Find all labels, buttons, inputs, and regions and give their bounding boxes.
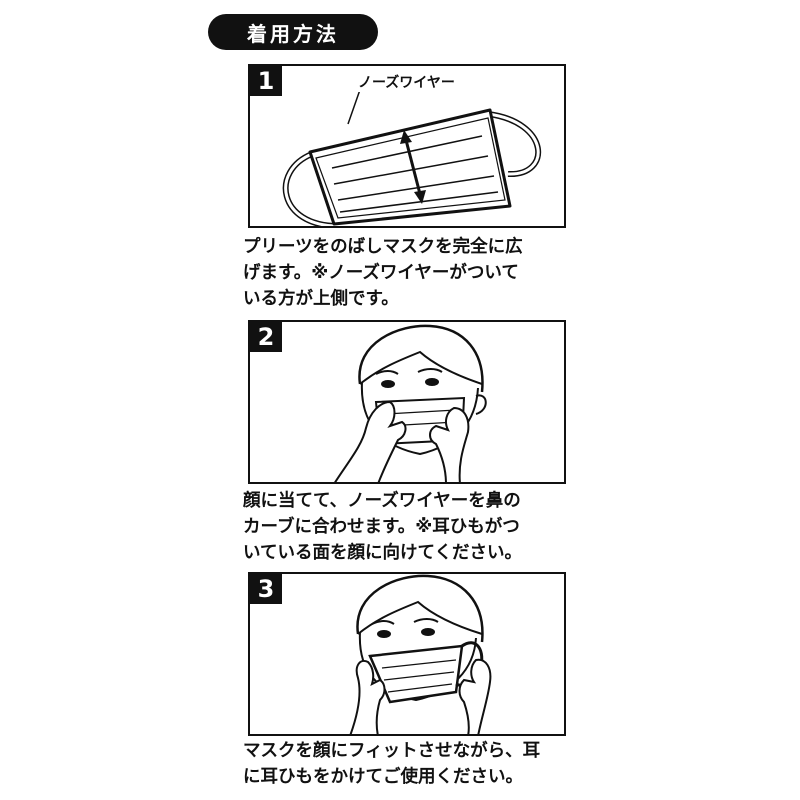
face-mask-placement-illustration (334, 324, 487, 482)
nose-wire-label: ノーズワイヤー (356, 72, 457, 92)
ear-loop-fitting-illustration (349, 574, 492, 734)
step-1-caption: プリーツをのばしマスクを完全に広 げます。※ノーズワイヤーがついて いる方が上側… (243, 237, 523, 309)
mask-unfold-illustration (282, 83, 542, 226)
step-2-panel: 2 (248, 320, 566, 484)
step-2-caption: 顔に当てて、ノーズワイヤーを鼻の カーブに合わせます。※耳ひもがつ いている面を… (243, 491, 522, 563)
step-1-panel: 1 ノーズワイヤー (248, 64, 566, 228)
step-3-number: 3 (250, 574, 282, 604)
step-3-caption: マスクを顔にフィットさせながら、耳 に耳ひもをかけてご使用ください。 (243, 741, 541, 787)
step-3-panel: 3 (248, 572, 566, 736)
instructions-title: 着用方法 (208, 14, 378, 50)
step-1-number: 1 (250, 66, 282, 96)
step-2-number: 2 (250, 322, 282, 352)
